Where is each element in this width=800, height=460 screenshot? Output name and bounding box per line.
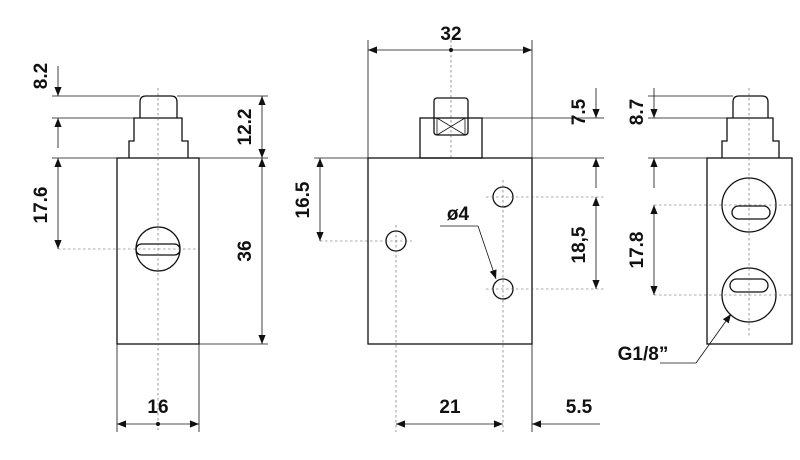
dim-center-hole-dia: ø4	[447, 204, 470, 225]
right-port-top-slot	[731, 205, 771, 220]
dim-left-width: 16	[147, 397, 168, 418]
dim-center-hole-pos: 21	[439, 397, 461, 418]
right-port-thread-label: G1/8”	[618, 344, 669, 365]
right-stem-collar	[721, 117, 780, 158]
dim-center-width: 32	[440, 24, 461, 45]
dim-left-top-gap: 8.2	[31, 63, 52, 89]
center-view: 32 16.5 7.5 18,5 ø4 21 5.5	[293, 24, 604, 432]
dim-left-button-height: 12.2	[235, 109, 256, 146]
right-push-button	[732, 95, 769, 118]
left-push-button	[139, 95, 178, 118]
dim-center-edge-offset: 5.5	[566, 397, 593, 418]
left-body	[116, 157, 200, 345]
dim-right-port-spacing: 17.8	[627, 232, 648, 269]
dim-center-left-hole: 16.5	[293, 181, 314, 218]
right-view: 8.7 17.8 G1/8”	[618, 88, 793, 365]
dim-left-body-height: 36	[235, 240, 256, 261]
dim-right-button-height: 8.7	[627, 99, 648, 125]
dim-center-hole-spacing: 18,5	[569, 226, 590, 263]
dim-center-stem-height: 7.5	[569, 98, 590, 125]
left-view: 8.2 17.6 12.2 36 16	[31, 63, 268, 432]
dim-left-port-height: 17.6	[31, 187, 52, 224]
left-stem-collar	[128, 117, 189, 158]
right-body	[706, 157, 793, 345]
